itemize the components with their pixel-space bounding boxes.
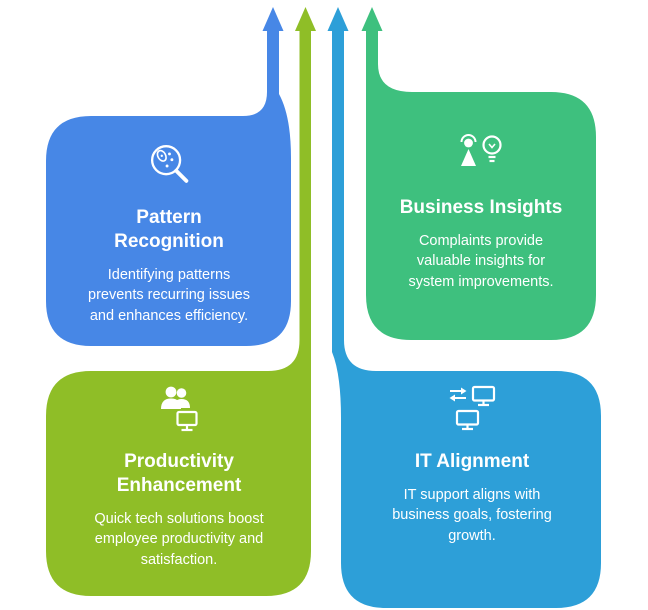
card-description: IT support aligns with business goals, f… [392, 486, 552, 544]
sync-monitors-icon [354, 380, 590, 438]
pattern-recognition-card-shape [46, 30, 291, 346]
team-monitor-icon [58, 380, 300, 438]
card-title: Business Insights [399, 197, 563, 218]
productivity-enhancement-arrowhead-icon [295, 7, 316, 31]
pattern-recognition-arrowhead-icon [262, 7, 284, 31]
card-title: Productivity Enhancement [116, 451, 242, 496]
card-it-alignment: IT Alignment IT support aligns with busi… [354, 380, 590, 546]
card-title: IT Alignment [414, 451, 530, 472]
card-description: Complaints provide valuable insights for… [408, 232, 554, 290]
it-alignment-card-shape [332, 30, 601, 608]
card-description: Quick tech solutions boost employee prod… [94, 510, 264, 568]
card-business-insights: Business Insights Complaints provide val… [368, 126, 594, 292]
person-lightbulb-icon [368, 126, 594, 184]
it-alignment-arrowhead-icon [327, 7, 349, 31]
productivity-enhancement-card-shape [46, 30, 311, 596]
business-insights-card-shape [366, 30, 596, 340]
card-productivity-enhancement: Productivity Enhancement Quick tech solu… [58, 380, 300, 570]
fingerprint-magnifier-icon [54, 136, 284, 194]
card-pattern-recognition: Pattern Recognition Identifying patterns… [54, 136, 284, 326]
card-description: Identifying patterns prevents recurring … [88, 266, 250, 324]
business-insights-arrowhead-icon [361, 7, 383, 31]
card-title: Pattern Recognition [114, 207, 224, 252]
